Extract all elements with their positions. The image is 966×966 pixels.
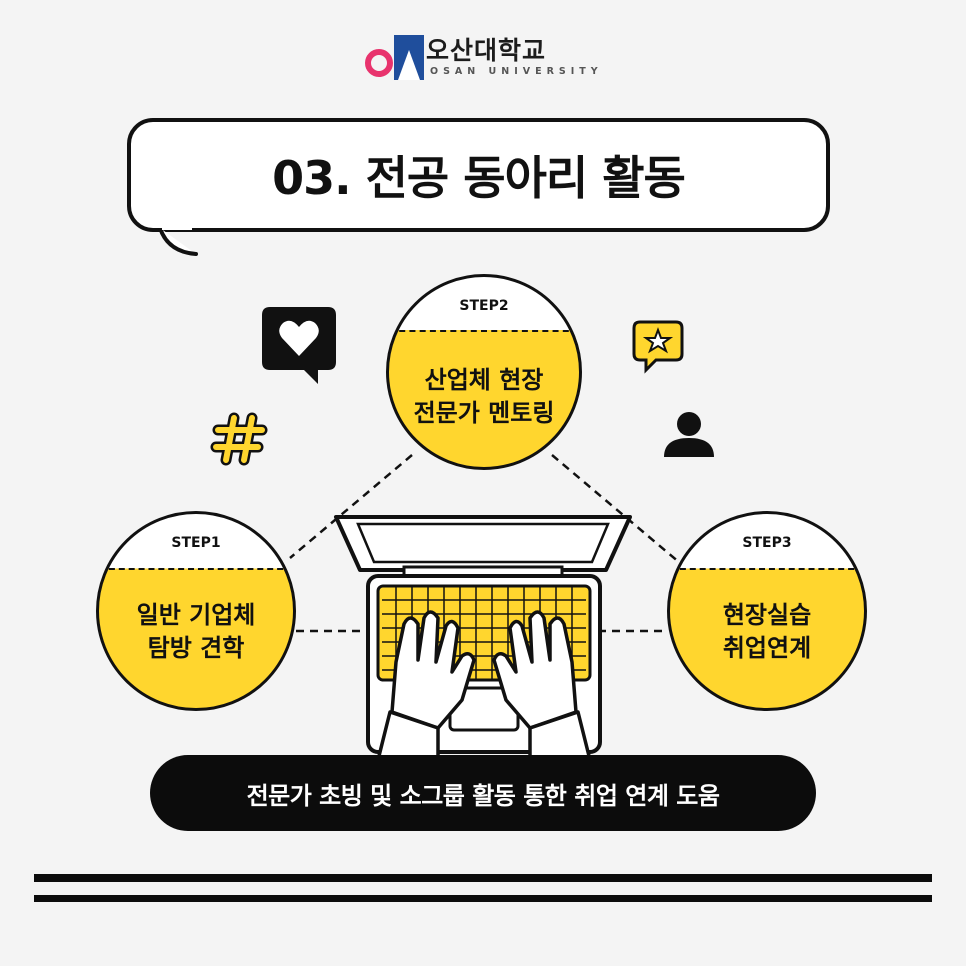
divider-line bbox=[34, 874, 932, 882]
step-1-circle: STEP1 일반 기업체 탐방 견학 bbox=[96, 511, 296, 711]
step-2-circle: STEP2 산업체 현장 전문가 멘토링 bbox=[386, 274, 582, 470]
hands-icon bbox=[376, 610, 592, 762]
hashtag-icon bbox=[210, 412, 268, 466]
step-1-label: STEP1 bbox=[171, 535, 221, 552]
title-bubble: 03. 전공 동아리 활동 bbox=[127, 118, 830, 232]
step-2-label: STEP2 bbox=[459, 297, 509, 314]
star-chat-icon bbox=[632, 320, 684, 374]
logo-name: 오산대학교 bbox=[426, 36, 547, 65]
heart-chat-icon bbox=[262, 307, 336, 384]
person-icon bbox=[664, 412, 714, 457]
summary-banner: 전문가 초빙 및 소그룹 활동 통한 취업 연계 도움 bbox=[150, 755, 816, 831]
divider-line bbox=[34, 895, 932, 902]
logo-subtitle: OSAN UNIVERSITY bbox=[430, 66, 603, 77]
step-2-text: 산업체 현장 전문가 멘토링 bbox=[413, 366, 555, 427]
step-3-label: STEP3 bbox=[742, 535, 792, 552]
laptop-icon bbox=[334, 515, 632, 754]
step-3-circle: STEP3 현장실습 취업연계 bbox=[667, 511, 867, 711]
summary-text: 전문가 초빙 및 소그룹 활동 통한 취업 연계 도움 bbox=[246, 781, 720, 810]
bubble-tail bbox=[158, 228, 198, 256]
page-title: 03. 전공 동아리 활동 bbox=[272, 151, 686, 205]
step-1-text: 일반 기업체 탐방 견학 bbox=[136, 601, 256, 662]
step-3-text: 현장실습 취업연계 bbox=[722, 601, 812, 662]
osan-logo-icon bbox=[365, 35, 424, 80]
